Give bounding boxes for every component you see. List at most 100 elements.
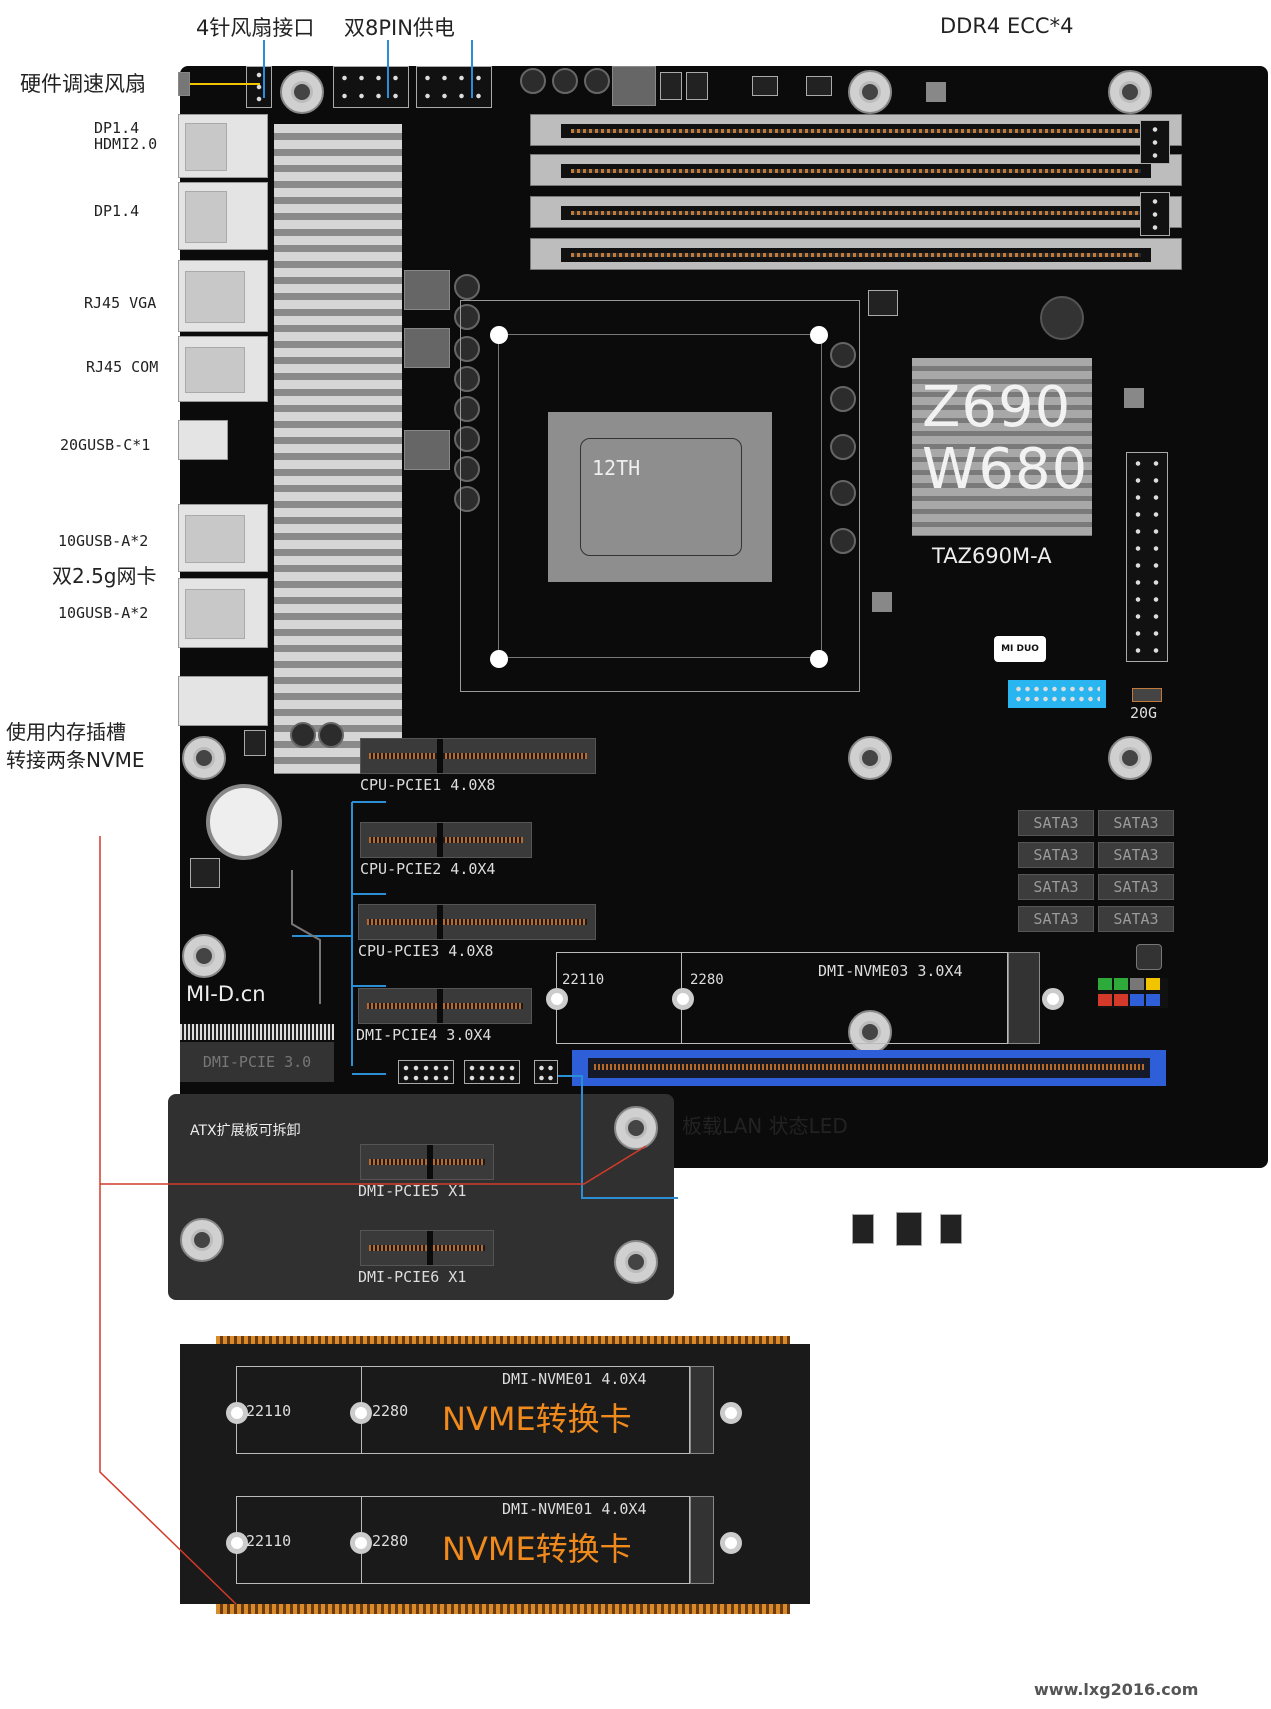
capacitor bbox=[290, 722, 316, 748]
front-panel-header bbox=[1098, 978, 1168, 1008]
ic-chip bbox=[940, 1214, 962, 1244]
dimm-slot-4 bbox=[530, 238, 1182, 270]
expansion-board-title: ATX扩展板可拆卸 bbox=[190, 1123, 301, 1139]
site-label: MI-D.cn bbox=[186, 982, 266, 1006]
mounting-screw bbox=[182, 934, 226, 978]
cpu-socket-outline bbox=[498, 334, 822, 658]
capacitor bbox=[552, 68, 578, 94]
sata-port: SATA3 bbox=[1098, 810, 1174, 836]
vrm-choke bbox=[404, 270, 450, 310]
pcie-slot-6-label: DMI-PCIE6 X1 bbox=[358, 1268, 467, 1286]
mounting-screw bbox=[280, 70, 324, 114]
eps-8pin-2 bbox=[416, 66, 492, 108]
nvme-card-1-spec: DMI-NVME01 4.0X4 bbox=[502, 1370, 647, 1388]
mounting-screw bbox=[848, 70, 892, 114]
ic-chip bbox=[190, 858, 220, 888]
mosfet bbox=[660, 72, 682, 100]
dp-hdmi-port bbox=[178, 114, 268, 178]
nvme-card-2-gold-bottom bbox=[216, 1604, 790, 1614]
dmi-pcie-pins bbox=[180, 1024, 334, 1040]
sys-fan-header bbox=[1140, 192, 1170, 236]
usb-a-port-1 bbox=[178, 504, 268, 572]
cpu-retention-frame bbox=[460, 300, 860, 692]
m2-standoff bbox=[1042, 988, 1064, 1010]
sys-fan-header bbox=[1140, 120, 1170, 164]
usb-20g-connector bbox=[1132, 688, 1162, 702]
capacitor bbox=[454, 396, 480, 422]
nvme-card-1: 22110 2280 DMI-NVME01 4.0X4 NVME转换卡 bbox=[180, 1344, 810, 1474]
sata-port: SATA3 bbox=[1098, 842, 1174, 868]
callout-lan-led: 板载LAN 状态LED bbox=[682, 1114, 848, 1138]
nvme-card-2-2280: 2280 bbox=[372, 1532, 409, 1550]
mounting-screw bbox=[1108, 70, 1152, 114]
header-callout-lines bbox=[263, 40, 473, 98]
capacitor bbox=[830, 434, 856, 460]
pcie-link-lines bbox=[292, 801, 678, 1199]
pcie-slot-4-label: DMI-PCIE4 3.0X4 bbox=[356, 1026, 492, 1044]
capacitor bbox=[454, 456, 480, 482]
callout-memslot-nvme: 使用内存插槽转接两条NVME bbox=[6, 720, 145, 772]
m2-nvme03-label: DMI-NVME03 3.0X4 bbox=[818, 962, 963, 980]
rj45-vga-port bbox=[178, 260, 268, 332]
atx-24pin-connector bbox=[1126, 452, 1168, 662]
buzzer bbox=[1040, 296, 1084, 340]
cpu-package: 12TH bbox=[548, 412, 772, 582]
capacitor bbox=[520, 68, 546, 94]
capacitor bbox=[454, 366, 480, 392]
pcie-slot-1 bbox=[360, 738, 596, 774]
capacitor bbox=[830, 342, 856, 368]
nvme-card-2-22110: 22110 bbox=[246, 1532, 292, 1550]
bottom-header bbox=[398, 1060, 454, 1084]
vrm-heatsink bbox=[274, 124, 402, 774]
capacitor bbox=[584, 68, 610, 94]
socket-screw bbox=[810, 326, 828, 344]
usb-20g-label: 20G bbox=[1130, 704, 1158, 722]
capacitor bbox=[830, 480, 856, 506]
pcie-slot-2 bbox=[360, 822, 532, 858]
ic-chip bbox=[244, 730, 266, 756]
sata-port: SATA3 bbox=[1018, 810, 1094, 836]
ic-chip bbox=[852, 1214, 874, 1244]
pcie-slot-1-label: CPU-PCIE1 4.0X8 bbox=[360, 776, 496, 794]
mounting-screw bbox=[614, 1240, 658, 1284]
callout-dual-nic: 双2.5g网卡 bbox=[52, 564, 157, 588]
bottom-header bbox=[464, 1060, 520, 1084]
usb-c-port bbox=[178, 420, 228, 460]
vrm-choke bbox=[404, 328, 450, 368]
usb-a-port-2 bbox=[178, 578, 268, 648]
capacitor bbox=[454, 274, 480, 300]
mounting-screw bbox=[614, 1106, 658, 1150]
rj45-com-port bbox=[178, 336, 268, 402]
nvme-card-2-title: NVME转换卡 bbox=[442, 1530, 632, 1568]
ic-chip bbox=[868, 290, 898, 316]
io-label-rj45-vga: RJ45 VGA bbox=[84, 294, 157, 312]
mi-duo-logo: MI DUO bbox=[994, 636, 1046, 662]
mounting-screw bbox=[180, 1218, 224, 1262]
mounting-screw bbox=[182, 736, 226, 780]
audio-port bbox=[178, 676, 268, 726]
m2-2280-label: 2280 bbox=[690, 972, 724, 988]
capacitor bbox=[454, 426, 480, 452]
lan-led-header bbox=[534, 1060, 558, 1084]
chipset-label-z690: Z690 bbox=[922, 375, 1072, 440]
io-label-usba-2: 10GUSB-A*2 bbox=[58, 604, 149, 622]
pcie-x16-slot bbox=[572, 1050, 1166, 1086]
nvme-card-1-22110: 22110 bbox=[246, 1402, 292, 1420]
pcie-slot-4 bbox=[358, 988, 532, 1024]
callout-ddr4: DDR4 ECC*4 bbox=[940, 14, 1074, 38]
board-model: TAZ690M-A bbox=[932, 544, 1052, 568]
capacitor bbox=[830, 386, 856, 412]
vrm-choke bbox=[404, 430, 450, 470]
inductor bbox=[612, 66, 656, 106]
pcie-slot-5 bbox=[360, 1144, 494, 1180]
m2-standoff bbox=[672, 988, 694, 1010]
dp-port bbox=[178, 182, 268, 250]
socket-screw bbox=[490, 326, 508, 344]
io-label-rj45-com: RJ45 COM bbox=[86, 358, 159, 376]
usb-header-blue bbox=[1008, 680, 1106, 708]
io-label-dp: DP1.4 bbox=[94, 202, 140, 220]
nvme-card-1-2280: 2280 bbox=[372, 1402, 409, 1420]
capacitor bbox=[318, 722, 344, 748]
